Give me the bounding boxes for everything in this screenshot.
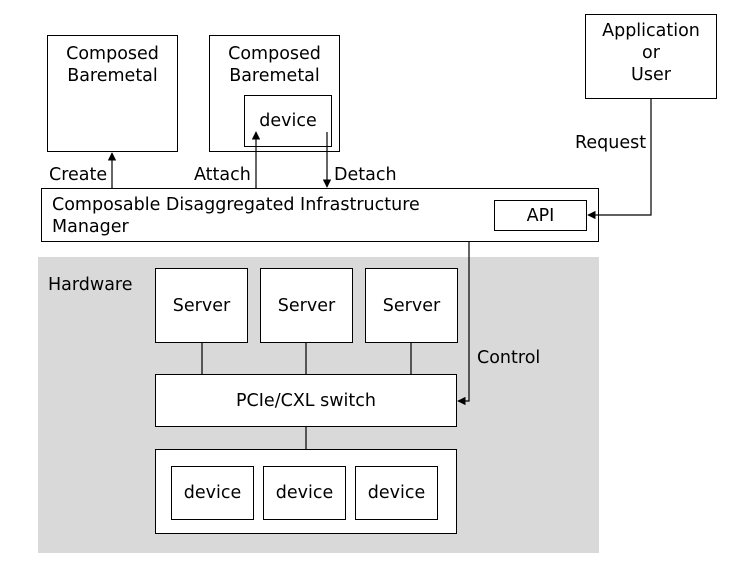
composed-baremetal-2-label-line2: Baremetal [229, 66, 320, 86]
application-user-box: Application or User [585, 14, 717, 99]
cdi-manager-label-line2: Manager [52, 217, 129, 237]
attached-device-label: device [259, 111, 317, 131]
attached-device-box: device [244, 95, 332, 147]
hardware-title: Hardware [48, 275, 133, 295]
composed-baremetal-1-label-line1: Composed [66, 44, 159, 64]
composed-baremetal-1-box: Composed Baremetal [47, 35, 178, 152]
pcie-cxl-switch-label: PCIe/CXL switch [236, 391, 376, 411]
pool-device-3-label: device [367, 483, 426, 503]
pool-device-2-label: device [275, 483, 334, 503]
request-label: Request [575, 133, 647, 153]
server-2-label: Server [277, 296, 336, 316]
cdi-manager-label-line1: Composable Disaggregated Infrastructure [52, 195, 420, 215]
server-2-box: Server [260, 268, 353, 343]
composed-baremetal-2-label-line1: Composed [228, 44, 321, 64]
server-1-box: Server [155, 268, 248, 343]
detach-label: Detach [334, 165, 397, 185]
server-3-label: Server [382, 296, 441, 316]
control-label: Control [477, 348, 541, 368]
server-1-label: Server [172, 296, 231, 316]
pool-device-2-box: device [263, 466, 346, 520]
pool-device-1-box: device [171, 466, 254, 520]
application-label-line1: Application [602, 21, 700, 41]
server-3-box: Server [365, 268, 458, 343]
api-box: API [494, 200, 587, 231]
pool-device-1-label: device [183, 483, 242, 503]
api-label: API [526, 206, 555, 226]
composed-baremetal-1-label-line2: Baremetal [67, 66, 158, 86]
pcie-cxl-switch-box: PCIe/CXL switch [155, 374, 457, 427]
create-label: Create [49, 165, 108, 185]
attach-label: Attach [194, 165, 251, 185]
application-label-line3: User [631, 65, 671, 85]
pool-device-3-box: device [355, 466, 438, 520]
application-label-line2: or [642, 43, 660, 63]
